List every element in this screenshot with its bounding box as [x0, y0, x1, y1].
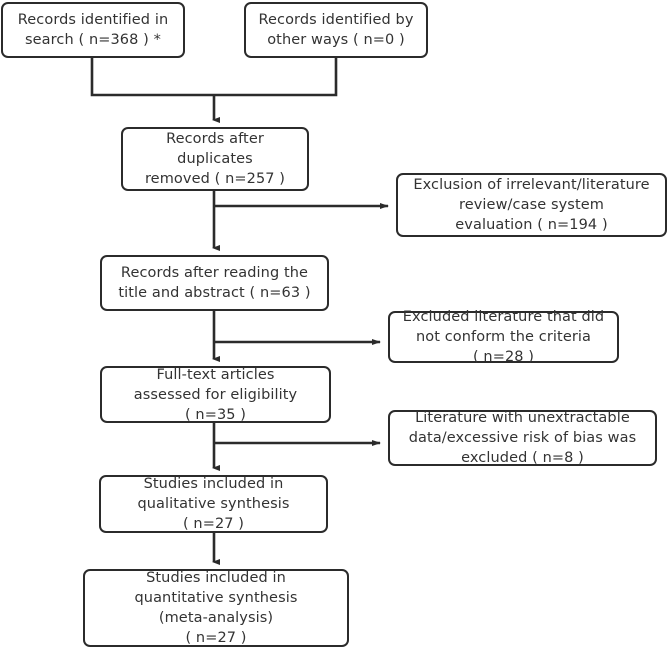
node-records-after-reading-title-abstract[interactable]: Records after reading the title and abst… [100, 255, 329, 311]
node-exclusion-of-irrelevant-literature[interactable]: Exclusion of irrelevant/literature revie… [396, 173, 667, 237]
connector-top-merge [90, 58, 338, 97]
node-label: Excluded literature that did not conform… [402, 309, 605, 365]
node-fulltext-articles-assessed-for-eligibility[interactable]: Full-text articles assessed for eligibil… [100, 366, 331, 423]
node-label: Full-text articles assessed for eligibil… [133, 366, 298, 423]
node-label: Records identified by other ways ( n=0 ) [258, 12, 414, 48]
node-studies-included-quantitative-synthesis[interactable]: Studies included in quantitative synthes… [83, 569, 349, 647]
node-records-after-duplicates-removed[interactable]: Records after duplicates removed ( n=257… [121, 127, 309, 191]
node-label: Records identified in search ( n=368 ) * [17, 12, 169, 48]
node-records-identified-in-search[interactable]: Records identified in search ( n=368 ) * [1, 2, 185, 58]
node-studies-included-qualitative-synthesis[interactable]: Studies included in qualitative synthesi… [99, 475, 328, 533]
node-label: Records after reading the title and abst… [118, 265, 311, 301]
node-label: Studies included in qualitative synthesi… [137, 476, 290, 532]
node-label: Literature with unextractable data/exces… [408, 410, 637, 466]
node-label: Records after duplicates removed ( n=257… [144, 131, 286, 187]
node-records-identified-by-other-ways[interactable]: Records identified by other ways ( n=0 ) [244, 2, 428, 58]
node-label: Studies included in quantitative synthes… [134, 570, 298, 646]
node-literature-with-unextractable-data[interactable]: Literature with unextractable data/exces… [388, 410, 657, 466]
node-excluded-literature-not-conform-criteria[interactable]: Excluded literature that did not conform… [388, 309, 619, 365]
node-label: Exclusion of irrelevant/literature revie… [413, 177, 650, 233]
